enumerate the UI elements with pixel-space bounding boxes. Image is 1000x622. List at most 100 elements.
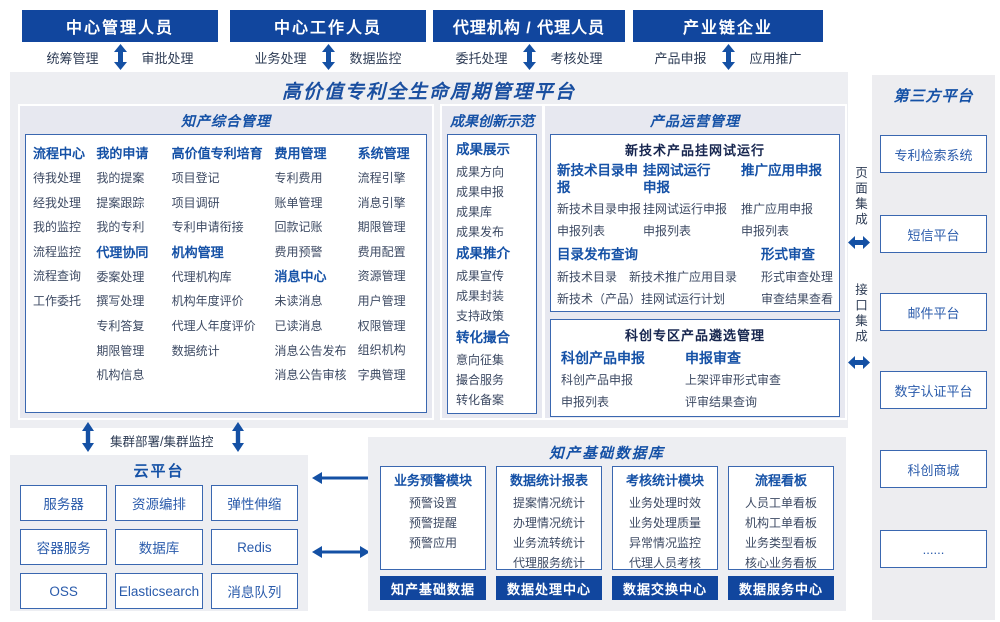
- menu-item: 评审结果查询: [685, 395, 758, 409]
- section-product-ops: 产品运营管理 新技术产品挂网试运行 新技术目录申报 新技术目录申报 申报列表 挂…: [543, 104, 847, 420]
- menu-item: 审查结果查看: [760, 292, 833, 306]
- role-group-center-staff: 中心工作人员 业务处理 数据监控: [230, 10, 426, 72]
- role-left-label: 业务处理: [254, 50, 307, 66]
- group-header: 业务预警模块: [393, 473, 472, 488]
- menu-item: 我的提案: [96, 171, 145, 185]
- role-right-label: 数据监控: [349, 50, 402, 66]
- platform-panel: 高价值专利全生命周期管理平台 知产综合管理 流程中心 待我处理 经我处理 我的监…: [10, 72, 848, 428]
- menu-item: 期限管理: [357, 220, 406, 235]
- role-bar: 代理机构 / 代理人员: [433, 10, 625, 42]
- group-header: 系统管理: [357, 146, 410, 161]
- warehouse-column-reports: 数据统计报表 提案情况统计 办理情况统计 业务流转统计 代理服务统计 数据处理中…: [496, 466, 602, 600]
- menu-item: 申报列表: [741, 224, 790, 238]
- group-header: 目录发布查询: [557, 247, 638, 262]
- menu-item: 提案跟踪: [96, 195, 145, 210]
- platform-title: 高价值专利全生命周期管理平台: [281, 82, 576, 103]
- menu-item: 业务类型看板: [744, 536, 817, 550]
- left-arrow-icon: [312, 472, 370, 484]
- group-header: 费用管理: [274, 146, 327, 161]
- group-header: 推广应用申报: [741, 163, 822, 178]
- third-party-item-sms: 短信平台: [880, 215, 987, 253]
- group-header: 形式审查: [760, 247, 815, 262]
- menu-item: 机构工单看板: [744, 516, 817, 530]
- cluster-label: 集群部署/集群监控: [110, 435, 214, 449]
- role-left-label: 统筹管理: [46, 50, 99, 66]
- menu-item: 账单管理: [274, 195, 323, 210]
- role-bar: 中心工作人员: [230, 10, 426, 42]
- menu-item: 消息公告发布: [274, 343, 347, 358]
- menu-item: 预警应用: [408, 536, 457, 550]
- menu-item: 消息引擎: [357, 195, 406, 210]
- group-header: 挂网试运行申报: [643, 163, 711, 195]
- menu-item: 上架评审形式审查: [685, 373, 782, 387]
- menu-item: 代理人年度评价: [171, 318, 256, 333]
- menu-item: 数据统计: [171, 343, 220, 358]
- role-group-center-managers: 中心管理人员 统筹管理 审批处理: [22, 10, 218, 72]
- menu-item: 新技术（产品）挂网试运行计划: [557, 292, 726, 306]
- role-bar: 产业链企业: [633, 10, 823, 42]
- updown-arrow-icon: [232, 422, 244, 452]
- updown-arrow-icon: [82, 422, 94, 452]
- sub-box-title: 新技术产品挂网试运行: [624, 143, 765, 158]
- leftright-arrow-icon: [848, 236, 870, 249]
- menu-item: 费用预警: [274, 244, 323, 259]
- menu-item: 代理服务统计: [512, 556, 585, 570]
- menu-item: 申报列表: [561, 395, 610, 409]
- section-title: 产品运营管理: [650, 113, 740, 129]
- warehouse-column-assessment: 考核统计模块 业务处理时效 业务处理质量 异常情况监控 代理人员考核 数据交换中…: [612, 466, 718, 600]
- menu-item: 支持政策: [456, 309, 505, 323]
- page-integration-label: 页面集成: [853, 166, 867, 228]
- role-right-label: 审批处理: [141, 50, 194, 66]
- third-party-item-digital-cert: 数字认证平台: [880, 371, 987, 409]
- menu-item: 意向征集: [456, 353, 505, 367]
- menu-item: 办理情况统计: [512, 516, 585, 530]
- menu-item: 用户管理: [357, 293, 406, 308]
- menu-item: 回款记账: [274, 220, 323, 235]
- cloud-item-redis: Redis: [210, 529, 298, 565]
- group-header: 申报审查: [685, 350, 741, 366]
- group-header: 成果展示: [456, 142, 510, 157]
- menu-item: 流程监控: [33, 244, 82, 259]
- group-header: 转化撮合: [456, 330, 510, 345]
- role-left-label: 委托处理: [455, 50, 508, 66]
- menu-item: 撮合服务: [456, 373, 505, 387]
- warehouse-column-kanban: 流程看板 人员工单看板 机构工单看板 业务类型看板 核心业务看板 数据服务中心: [728, 466, 834, 600]
- menu-item: 机构信息: [96, 368, 145, 383]
- updown-arrow-icon: [321, 44, 335, 70]
- menu-item: 项目登记: [171, 171, 220, 185]
- formal-review-group: 形式审查 形式审查处理 审查结果查看: [761, 244, 833, 310]
- menu-item: 项目调研: [171, 195, 220, 210]
- menu-item: 申报列表: [557, 224, 606, 238]
- group-header: 我的申请: [96, 146, 149, 161]
- section-title: 成果创新示范: [450, 113, 534, 129]
- ip-column-process: 流程中心 待我处理 经我处理 我的监控 流程监控 流程查询 工作委托: [33, 141, 96, 406]
- menu-item: 撰写处理: [96, 294, 145, 309]
- role-group-agencies: 代理机构 / 代理人员 委托处理 考核处理: [433, 10, 625, 72]
- section-ip-management: 知产综合管理 流程中心 待我处理 经我处理 我的监控 流程监控 流程查询 工作委…: [18, 104, 434, 420]
- menu-item: 未读消息: [274, 294, 323, 309]
- menu-item: 成果发布: [456, 225, 505, 239]
- sub-box-title: 科创专区产品遴选管理: [624, 328, 765, 343]
- trial-column-online-trial: 挂网试运行申报 挂网试运行申报 申报列表: [643, 162, 739, 242]
- menu-item: 我的专利: [96, 220, 145, 235]
- group-header: 科创产品申报: [561, 350, 645, 366]
- declare-review-group: 申报审查 上架评审形式审查 评审结果查询: [685, 347, 829, 413]
- warehouse-footer: 数据处理中心: [496, 576, 602, 600]
- leftright-arrow-icon: [848, 356, 870, 369]
- cloud-item-container: 容器服务: [20, 529, 108, 565]
- menu-item: 代理机构库: [171, 269, 232, 284]
- menu-item: 业务流转统计: [512, 536, 585, 550]
- menu-item: 成果申报: [456, 185, 505, 199]
- group-header: 数据统计报表: [509, 473, 588, 488]
- cloud-platform-title: 云平台: [133, 463, 185, 480]
- group-header: 代理协同: [96, 244, 149, 260]
- menu-item: 工作委托: [33, 293, 82, 308]
- leftright-arrow-icon: [312, 546, 370, 558]
- menu-item: 人员工单看板: [744, 496, 817, 510]
- group-header: 消息中心: [274, 269, 327, 285]
- third-party-panel: 第三方平台 专利检索系统 短信平台 邮件平台 数字认证平台 科创商城 .....…: [872, 75, 995, 620]
- ip-column-cultivation: 高价值专利培育 项目登记 项目调研 专利申请衔接 机构管理 代理机构库 机构年度…: [172, 141, 275, 406]
- menu-item: 流程引擎: [357, 171, 406, 185]
- menu-item: 流程查询: [33, 269, 82, 284]
- third-party-item-more: ......: [880, 530, 987, 568]
